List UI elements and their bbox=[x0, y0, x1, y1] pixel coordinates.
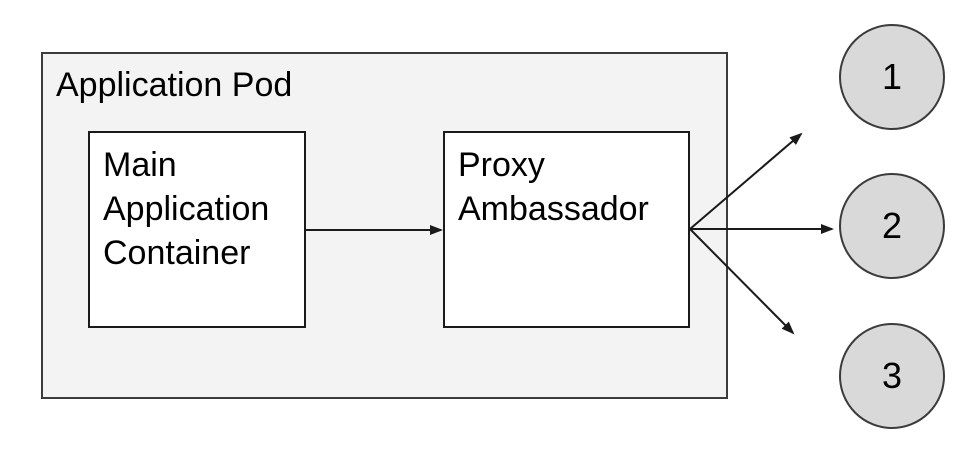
endpoint-node-2: 2 bbox=[839, 173, 945, 279]
endpoint-node-3: 3 bbox=[839, 323, 945, 429]
application-pod-label: Application Pod bbox=[56, 66, 293, 104]
endpoint-node-1: 1 bbox=[839, 24, 945, 130]
main-application-container-label-line: Application bbox=[103, 190, 270, 228]
endpoint-label: 1 bbox=[881, 56, 903, 97]
proxy-ambassador-label-line: Proxy bbox=[458, 146, 545, 184]
main-application-container-label-line: Container bbox=[103, 234, 251, 272]
application-pod-group: Application Pod Main Application Contain… bbox=[41, 52, 728, 399]
endpoint-label: 2 bbox=[881, 205, 903, 246]
main-application-container-node: Main Application Container bbox=[88, 131, 306, 328]
proxy-ambassador-node: Proxy Ambassador bbox=[443, 131, 690, 328]
endpoint-label: 3 bbox=[881, 355, 903, 396]
proxy-ambassador-label-line: Ambassador bbox=[458, 190, 649, 228]
main-application-container-label-line: Main bbox=[103, 146, 177, 184]
